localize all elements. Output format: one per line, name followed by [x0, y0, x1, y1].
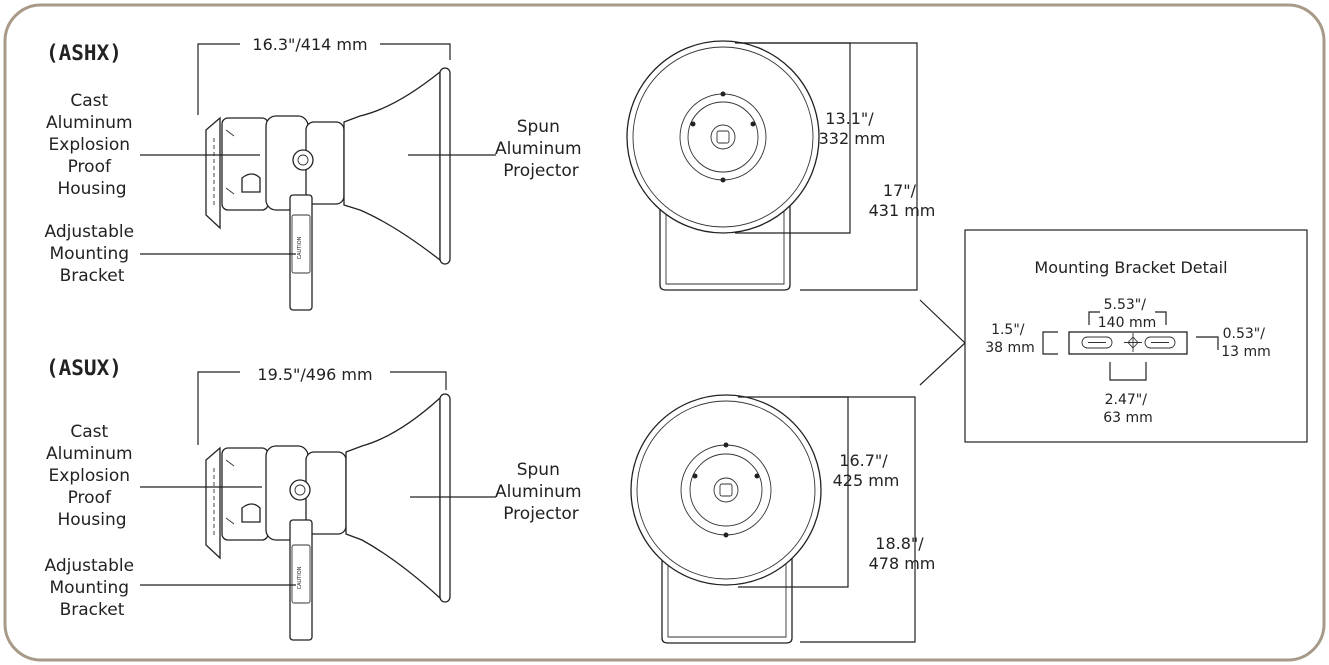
detail-right-dim: 0.53"/ 13 mm — [1221, 326, 1271, 360]
asux-projector-label: Spun Aluminum Projector — [495, 460, 587, 524]
detail-bottom-dim: 2.47"/ 63 mm — [1103, 392, 1153, 426]
asux-side-view: (ASUX) 19.5"/496 mm CAUTION Cast Aluminu… — [45, 356, 587, 641]
ashx-projector-label: Spun Aluminum Projector — [495, 117, 587, 181]
asux-projector — [345, 396, 441, 600]
ashx-bracket — [289, 194, 313, 311]
detail-title: Mounting Bracket Detail — [1034, 258, 1227, 277]
ashx-projector — [343, 70, 441, 262]
ashx-model-label: (ASHX) — [46, 41, 122, 65]
asux-front-bell — [630, 394, 822, 586]
asux-height-dim: 18.8"/ 478 mm — [869, 534, 936, 573]
ashx-height-dim-line — [740, 42, 918, 291]
ashx-bracket-plate-text: CAUTION — [297, 236, 303, 259]
ashx-front-view: 13.1"/ 332 mm 17"/ 431 mm — [626, 40, 936, 291]
ashx-width-dim-line — [197, 43, 451, 115]
asux-height-dim-line — [800, 396, 916, 643]
ashx-side-view: (ASHX) 16.3"/414 mm CAUTION Cast Aluminu… — [45, 35, 587, 311]
bracket-detail-panel: Mounting Bracket Detail 5.53"/ 140 mm 1.… — [919, 229, 1308, 443]
ashx-bracket-label: Adjustable Mounting Bracket — [45, 222, 140, 286]
asux-rear-cap — [205, 446, 221, 560]
asux-diameter-dim-line — [738, 396, 849, 588]
ashx-rear-cap — [205, 116, 221, 230]
detail-left-dim: 1.5"/ 38 mm — [985, 322, 1035, 356]
asux-front-view: 16.7"/ 425 mm 18.8"/ 478 mm — [630, 394, 936, 644]
center-hole — [1124, 333, 1142, 352]
asux-bracket — [289, 519, 313, 641]
ashx-front-bell — [626, 40, 820, 234]
asux-width-dim-line — [197, 371, 447, 445]
ashx-height-dim: 17"/ 431 mm — [869, 181, 936, 220]
left-slot — [1081, 336, 1113, 349]
ashx-housing-label: Cast Aluminum Explosion Proof Housing — [46, 91, 138, 199]
asux-housing-label: Cast Aluminum Explosion Proof Housing — [46, 422, 138, 530]
ashx-diameter-dim: 13.1"/ 332 mm — [819, 109, 886, 148]
asux-bracket-plate-text: CAUTION — [297, 566, 303, 589]
asux-width-dim: 19.5"/496 mm — [257, 365, 372, 384]
outer-frame — [3, 3, 1326, 662]
asux-model-label: (ASUX) — [46, 356, 122, 380]
right-slot — [1144, 336, 1176, 349]
detail-top-dim: 5.53"/ 140 mm — [1098, 297, 1156, 331]
asux-bracket-label: Adjustable Mounting Bracket — [45, 556, 140, 620]
detail-pointer — [919, 299, 966, 386]
asux-diameter-dim: 16.7"/ 425 mm — [833, 451, 900, 490]
ashx-width-dim: 16.3"/414 mm — [252, 35, 367, 54]
